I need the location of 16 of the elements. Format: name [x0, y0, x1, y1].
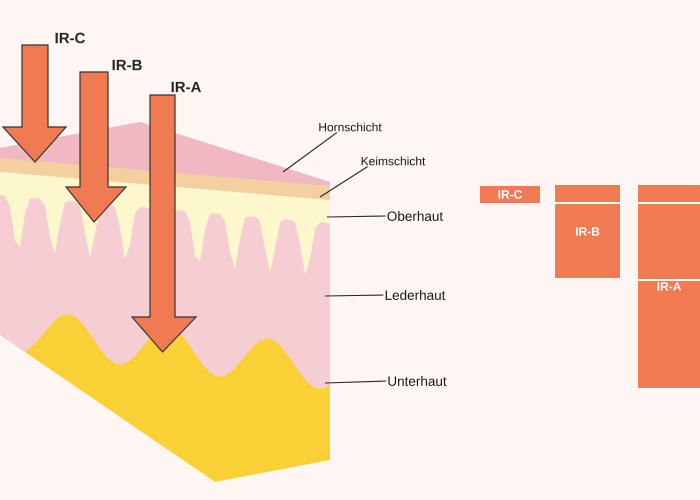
penetration-bar: IR-C [480, 186, 540, 203]
penetration-bar: IR-A [638, 185, 700, 388]
layer-label: Oberhaut [388, 211, 444, 221]
arrow-label: IR-B [112, 60, 142, 70]
arrow-label: IR-A [172, 82, 202, 92]
layer-label: Hornschicht [319, 122, 382, 132]
leader-line [324, 380, 386, 384]
layer-label: Keimschicht [362, 156, 426, 166]
arrow-label: IR-C [56, 32, 85, 44]
leader-line [325, 294, 384, 297]
layer-label: Lederhaut [386, 290, 446, 300]
leader-line [320, 166, 368, 198]
leader-line [282, 132, 338, 172]
penetration-bar: IR-B [555, 185, 620, 278]
leader-line [327, 215, 386, 218]
layer-label: Unterhaut [388, 376, 447, 386]
